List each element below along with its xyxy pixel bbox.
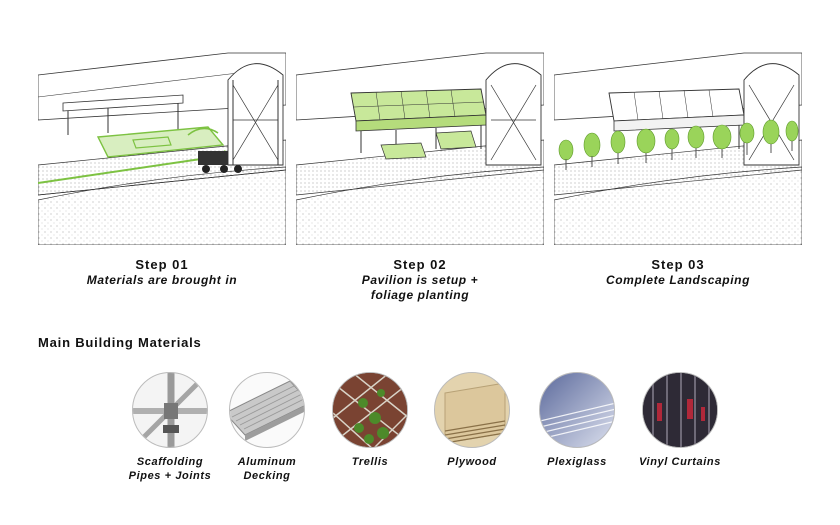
material-label: Plexiglass bbox=[547, 456, 607, 468]
material-scaffolding: Scaffolding Pipes + Joints bbox=[120, 372, 220, 483]
step-02-drawing bbox=[296, 52, 544, 245]
trellis-photo bbox=[332, 372, 408, 448]
material-vinyl-curtains: Vinyl Curtains bbox=[630, 372, 730, 469]
step-02-description: Pavilion is setup + foliage planting bbox=[361, 273, 479, 302]
material-label: Vinyl Curtains bbox=[639, 456, 721, 468]
material-label: Trellis bbox=[351, 456, 389, 468]
materials-title: Main Building Materials bbox=[38, 335, 202, 350]
plexiglass-photo bbox=[539, 372, 615, 448]
step-02-illustration bbox=[296, 45, 544, 245]
step-02-title: Step 02 bbox=[393, 257, 447, 272]
scaffolding-pipes-photo bbox=[132, 372, 208, 448]
step-03-description: Complete Landscaping bbox=[605, 273, 751, 287]
step-03-drawing bbox=[554, 52, 802, 245]
step-02-caption: Step 02 Pavilion is setup + foliage plan… bbox=[296, 257, 544, 303]
material-aluminum-decking: Aluminum Decking bbox=[217, 372, 317, 483]
step-03-caption: Step 03 Complete Landscaping bbox=[554, 257, 802, 288]
step-03-illustration bbox=[554, 45, 802, 245]
step-01-caption: Step 01 Materials are brought in bbox=[38, 257, 286, 288]
material-plywood: Plywood bbox=[422, 372, 522, 469]
aluminum-decking-photo bbox=[229, 372, 305, 448]
material-plexiglass: Plexiglass bbox=[527, 372, 627, 469]
step-03-title: Step 03 bbox=[651, 257, 705, 272]
plywood-photo bbox=[434, 372, 510, 448]
step-01-title: Step 01 bbox=[135, 257, 189, 272]
vinyl-curtains-photo bbox=[642, 372, 718, 448]
material-trellis: Trellis bbox=[320, 372, 420, 469]
step-01-illustration bbox=[38, 45, 286, 245]
step-01-description: Materials are brought in bbox=[86, 273, 238, 287]
material-label: Plywood bbox=[447, 456, 497, 468]
material-label: Aluminum Decking bbox=[237, 456, 297, 482]
material-label: Scaffolding Pipes + Joints bbox=[128, 456, 212, 482]
step-01-drawing bbox=[38, 52, 286, 245]
